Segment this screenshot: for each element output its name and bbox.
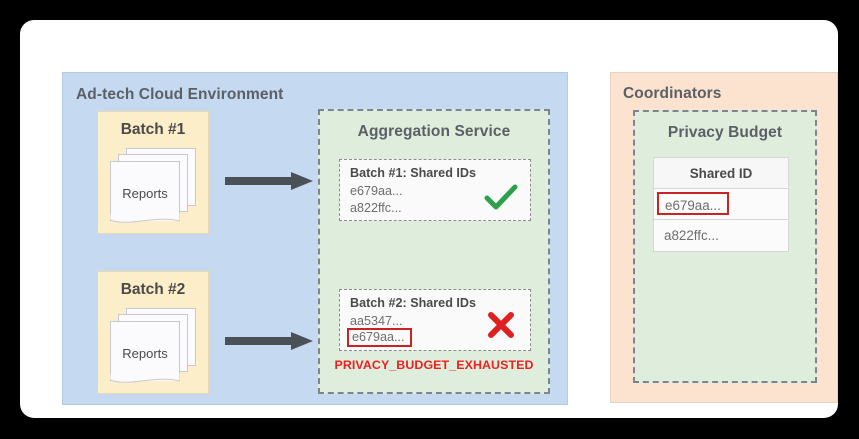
batch-1-flow-arrow-icon	[225, 172, 313, 190]
report-page-front: Reports	[110, 161, 180, 221]
coordinators-panel: Coordinators Privacy Budget Shared ID e6…	[610, 72, 838, 403]
batch-2-flow-arrow-icon	[225, 332, 313, 350]
aggregation-service-title: Aggregation Service	[357, 123, 511, 140]
batch-1-shared-id-1: e679aa...	[350, 184, 403, 198]
x-icon	[488, 312, 514, 338]
batch-2-reports-label: Reports	[122, 346, 168, 361]
report-page-front: Reports	[110, 321, 180, 381]
shared-id-cell-highlighted: e679aa...	[657, 192, 729, 215]
privacy-budget-title: Privacy Budget	[667, 124, 783, 141]
batch-1-label: Batch #1	[120, 121, 186, 138]
batch-2-label: Batch #2	[120, 281, 186, 298]
report-page-curve-icon	[110, 214, 180, 223]
adtech-panel-title: Ad-tech Cloud Environment	[76, 86, 284, 103]
privacy-budget-error-text: PRIVACY_BUDGET_EXHAUSTED	[334, 358, 534, 372]
batch-1-box: Batch #1 Reports	[97, 111, 209, 234]
batch-2-shared-id-1: aa5347...	[350, 314, 403, 328]
batch-2-box: Batch #2 Reports	[97, 271, 209, 394]
diagram-card: Ad-tech Cloud Environment Batch #1 Repor…	[20, 20, 838, 418]
batch-2-shared-id-2-highlighted: e679aa...	[347, 328, 412, 347]
batch-2-shared-ids-heading: Batch #2: Shared IDs	[350, 296, 476, 310]
report-page-curve-icon	[110, 374, 180, 383]
batch-1-shared-ids-heading: Batch #1: Shared IDs	[350, 166, 476, 180]
shared-id-table: Shared ID e679aa... a822ffc...	[653, 157, 789, 252]
shared-id-table-header: Shared ID	[654, 158, 788, 189]
table-row: e679aa...	[654, 189, 788, 220]
batch-1-shared-id-2: a822ffc...	[350, 201, 402, 215]
check-icon	[484, 184, 518, 210]
adtech-cloud-environment-panel: Ad-tech Cloud Environment Batch #1 Repor…	[62, 72, 568, 405]
table-row: a822ffc...	[654, 220, 788, 251]
coordinators-panel-title: Coordinators	[623, 85, 722, 102]
batch-1-reports-stack: Reports	[110, 148, 198, 224]
batch-2-reports-stack: Reports	[110, 308, 198, 384]
batch-2-shared-ids-card: Batch #2: Shared IDs aa5347... e679aa...	[339, 289, 531, 351]
aggregation-service-box: Aggregation Service Batch #1: Shared IDs…	[318, 109, 550, 394]
privacy-budget-box: Privacy Budget Shared ID e679aa... a822f…	[633, 110, 817, 383]
batch-1-shared-ids-card: Batch #1: Shared IDs e679aa... a822ffc..…	[339, 159, 531, 221]
batch-1-reports-label: Reports	[122, 186, 168, 201]
